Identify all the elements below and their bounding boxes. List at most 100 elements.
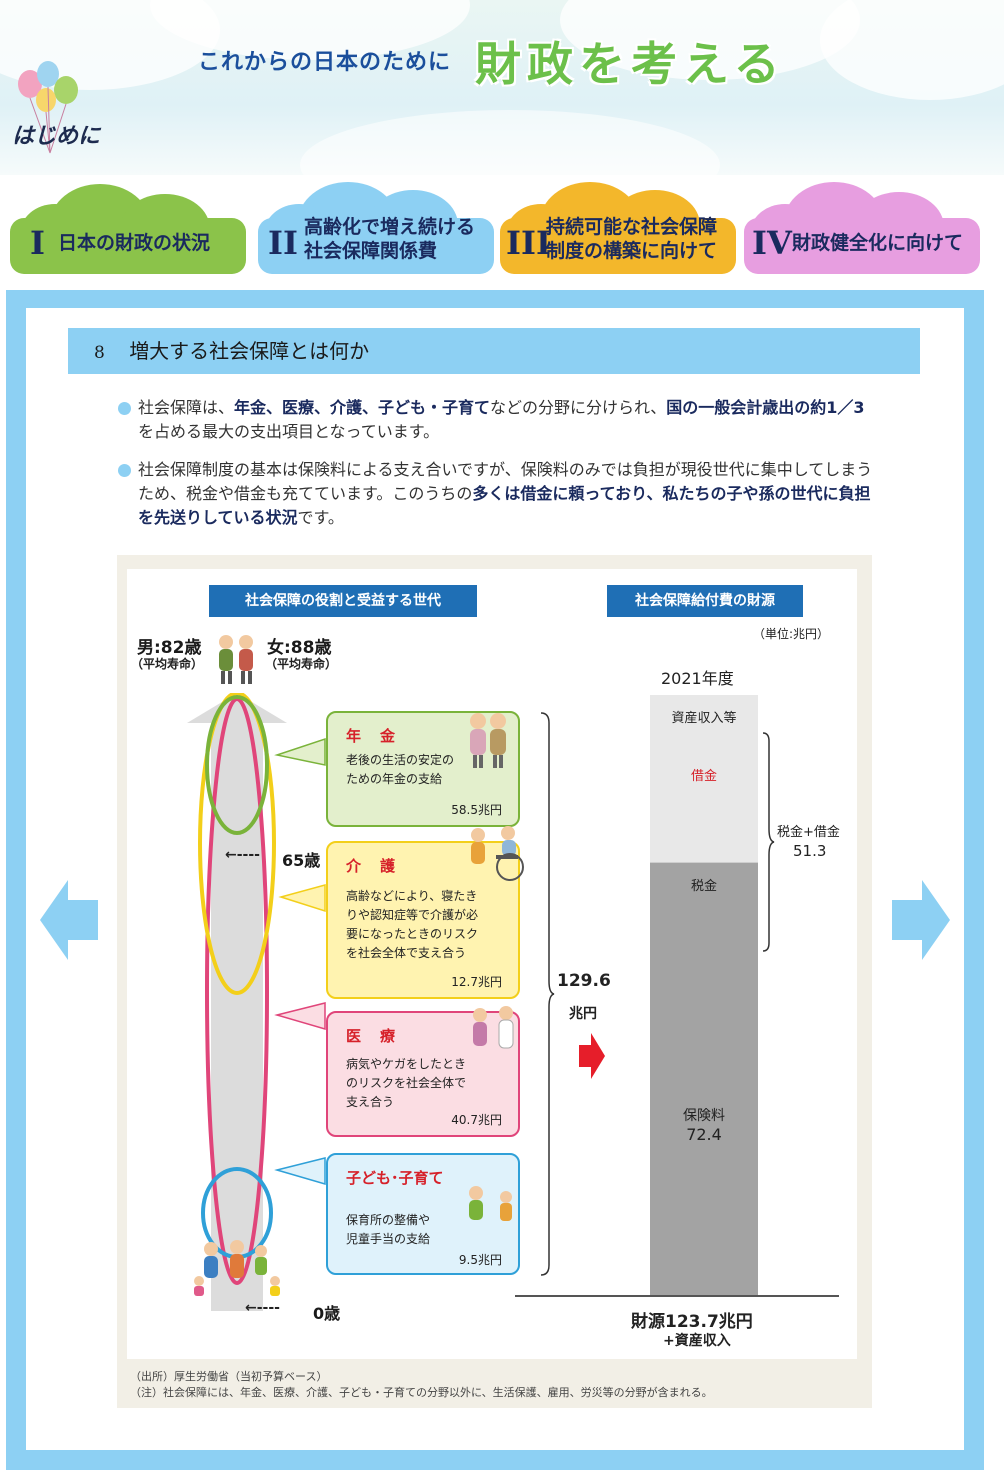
- pension-box: 年 金 老後の生活の安定の ための年金の支給 58.5兆円: [326, 711, 520, 827]
- bullet-dot-icon: [118, 464, 131, 477]
- elderly-couple-icon: [219, 635, 253, 684]
- total-value: 129.6: [557, 971, 611, 991]
- bullet-2-highlight-a: 多くは借金に頼っており、: [472, 484, 663, 503]
- medical-desc-2: のリスクを社会全体で: [346, 1076, 467, 1090]
- female-lifespan: 女:88歳: [267, 638, 332, 658]
- care-box: 介 護 高齢などにより、寝たき りや認知症等で介護が必 要になったときのリスク …: [326, 826, 524, 999]
- tax-label: 税金: [690, 879, 717, 894]
- childcare-desc-1: 保育所の整備や: [346, 1213, 431, 1227]
- tax-debt-label: 税金+借金: [777, 825, 840, 840]
- unit-label: （単位:兆円）: [753, 627, 830, 641]
- nav-roman-2: II: [268, 224, 298, 262]
- pension-desc-1: 老後の生活の安定の: [346, 753, 455, 767]
- nav-section-2[interactable]: II 高齢化で増え続ける 社会保障関係費: [258, 180, 494, 274]
- pension-desc-2: ための年金の支給: [346, 772, 443, 786]
- medical-desc-1: 病気やケガをしたとき: [346, 1057, 467, 1071]
- nav-label-1: 日本の財政の状況: [58, 232, 211, 254]
- site-title: 財政を考える: [475, 37, 786, 91]
- bullet-1-highlight-c: 約1／3: [810, 398, 865, 417]
- age-0-label: 0歳: [313, 1304, 341, 1323]
- bullet-1-text-a: 社会保障は、: [138, 398, 235, 417]
- age0-pointer-icon: ←----: [245, 1300, 280, 1316]
- section-title-text: 増大する社会保障とは何か: [129, 339, 370, 363]
- bullet-2-text-a: 社会保障制度の基本は保険料による支え合いですが、保険料のみでは負担が現役世代に集…: [138, 460, 873, 503]
- nav-label-2-line2: 社会保障関係費: [304, 240, 438, 262]
- bullet-1: 社会保障は、年金、医療、介護、子ども・子育てなどの分野に分けられ、国の一般会計歳…: [118, 396, 878, 444]
- total-bracket: [540, 712, 555, 1276]
- bullet-2-highlight-b: 私たちの子や孫の世代に負担を先送りしている状況: [138, 484, 871, 527]
- section-title: 8 増大する社会保障とは何か: [68, 328, 920, 374]
- page-header: これからの日本のために 財政を考える はじめに: [0, 0, 1004, 175]
- nav-section-4[interactable]: IV 財政健全化に向けて: [744, 180, 980, 274]
- care-desc-4: を社会全体で支え合う: [346, 946, 467, 960]
- childcare-value: 9.5兆円: [458, 1253, 502, 1267]
- nav-section-1[interactable]: I 日本の財政の状況: [10, 180, 246, 274]
- care-desc-1: 高齢などにより、寝たき: [346, 889, 478, 903]
- female-lifespan-note: （平均寿命）: [265, 657, 338, 671]
- balloons-icon: [18, 61, 78, 154]
- source-plus: +資産収入: [663, 1333, 731, 1349]
- bullet-1-text-b: などの分野に分けられ、: [490, 398, 667, 417]
- pension-title: 年 金: [346, 727, 398, 745]
- doctor-patient-icon: [473, 1006, 514, 1049]
- funding-bar: [650, 695, 758, 1297]
- nav-roman-1: I: [30, 224, 45, 262]
- figure: 社会保障の役割と受益する世代 社会保障給付費の財源 （単位:兆円） 男:82歳 …: [117, 555, 872, 1408]
- footnote: （注）社会保障には、年金、医療、介護、子ども・子育ての分野以外に、生活保護、雇用…: [130, 1386, 713, 1399]
- year-label: 2021年度: [661, 669, 734, 688]
- site-subtitle: これからの日本のために: [198, 50, 452, 75]
- bullet-1-highlight-b: 国の一般会計歳出の: [666, 398, 811, 417]
- family-children-icon: [194, 1240, 280, 1296]
- wheelchair-care-icon: [471, 826, 524, 881]
- age65-pointer-icon: ←----: [225, 847, 260, 863]
- nav-label-4: 財政健全化に向けて: [792, 232, 964, 254]
- callout-pointers: [274, 737, 326, 1185]
- care-desc-3: 要になったときのリスク: [346, 927, 479, 941]
- source-total: 財源123.7兆円: [631, 1312, 753, 1332]
- bullet-2: 社会保障制度の基本は保険料による支え合いですが、保険料のみでは負担が現役世代に集…: [118, 458, 878, 530]
- next-page-arrow-icon[interactable]: [890, 880, 950, 960]
- male-lifespan: 男:82歳: [137, 638, 202, 658]
- premium-value: 72.4: [686, 1125, 722, 1144]
- prev-page-arrow-icon[interactable]: [40, 880, 100, 960]
- bullet-2-text-b: です。: [297, 508, 344, 527]
- medical-value: 40.7兆円: [451, 1113, 502, 1127]
- nav-roman-3: III: [506, 224, 551, 262]
- children-playing-icon: [469, 1186, 512, 1221]
- source-note: （出所）厚生労働省（当初予算ベース）: [130, 1370, 328, 1383]
- medical-desc-3: 支え合う: [346, 1095, 395, 1109]
- right-arrow-icon: [579, 1033, 605, 1079]
- childcare-box: 子ども･子育て 保育所の整備や 児童手当の支給 9.5兆円: [326, 1153, 520, 1275]
- nav-roman-4: IV: [752, 224, 792, 262]
- nav-label-3-line2: 制度の構築に向けて: [546, 240, 718, 262]
- debt-label: 借金: [690, 769, 717, 784]
- asset-income-label: 資産収入等: [671, 711, 737, 726]
- age-65-label: 65歳: [282, 851, 321, 870]
- total-unit: 兆円: [569, 1006, 597, 1022]
- medical-box: 医 療 病気やケガをしたとき のリスクを社会全体で 支え合う 40.7兆円: [326, 1006, 520, 1137]
- baseline: [515, 1295, 839, 1297]
- figure-left-header: 社会保障の役割と受益する世代: [209, 585, 477, 617]
- tax-debt-value: 51.3: [793, 842, 827, 860]
- bullet-dot-icon: [118, 402, 131, 415]
- nav-section-3[interactable]: III 持続可能な社会保障 制度の構築に向けて: [500, 180, 736, 274]
- bar-segment-tax-debt: [650, 695, 758, 863]
- bullet-1-highlight-a: 年金、医療、介護、子ども・子育て: [234, 398, 491, 417]
- male-lifespan-note: （平均寿命）: [131, 657, 204, 671]
- medical-title: 医 療: [346, 1027, 398, 1045]
- care-value: 12.7兆円: [451, 975, 502, 989]
- bullet-1-text-c: を占める最大の支出項目となっています。: [138, 422, 440, 441]
- section-number: 8: [94, 343, 105, 363]
- care-desc-2: りや認知症等で介護が必: [346, 908, 479, 922]
- bar-segment-premium: [650, 862, 758, 1297]
- pension-value: 58.5兆円: [451, 803, 502, 817]
- elderly-pair-icon: [470, 713, 506, 768]
- childcare-title: 子ども･子育て: [346, 1169, 444, 1187]
- figure-right-header: 社会保障給付費の財源: [607, 585, 803, 617]
- nav-label-3-line1: 持続可能な社会保障: [546, 216, 718, 238]
- nav-label-2-line1: 高齢化で増え続ける: [304, 216, 476, 238]
- childcare-desc-2: 児童手当の支給: [346, 1232, 431, 1246]
- premium-label: 保険料: [683, 1108, 725, 1124]
- intro-link[interactable]: はじめに: [12, 124, 101, 149]
- tax-debt-bracket: [762, 732, 775, 952]
